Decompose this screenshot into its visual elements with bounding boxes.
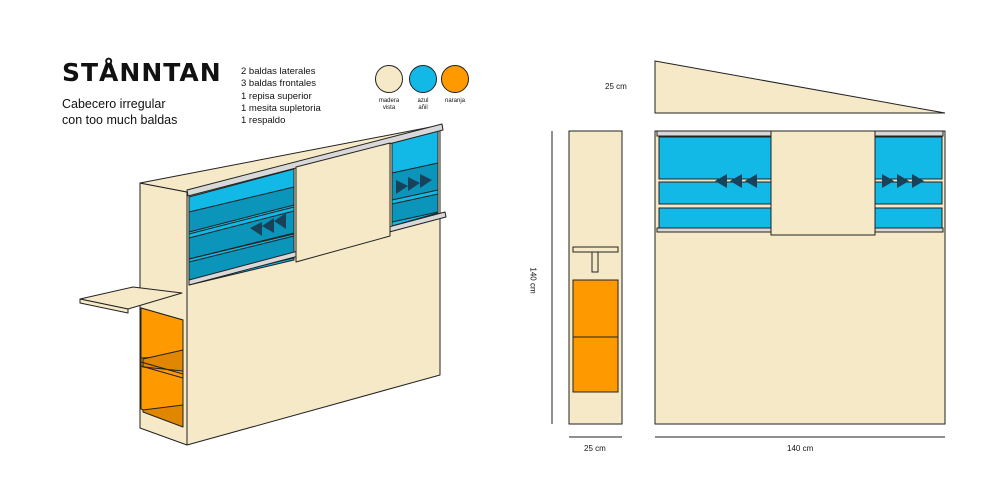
- dim-label-side-width: 25 cm: [584, 444, 606, 453]
- side-view-orange-box-bottom: [572, 336, 619, 393]
- iso-top-rail: [186, 123, 444, 197]
- dim-label-front-width: 140 cm: [787, 444, 814, 453]
- product-title: STÅNNTAN: [62, 58, 222, 87]
- side-view: [568, 130, 623, 425]
- parts-item: 3 baldas frontales: [241, 78, 316, 90]
- iso-shelf-line: [188, 233, 295, 260]
- color-label-naranja: naranja: [444, 98, 465, 104]
- color-swatch-naranja: [441, 65, 469, 93]
- arrow-right-icon: [396, 174, 432, 194]
- dim-label-top-height: 25 cm: [605, 82, 627, 91]
- isometric-view: [79, 123, 447, 446]
- arrow-left-icon: [715, 174, 757, 188]
- subtitle-line: con too much baldas: [62, 113, 178, 127]
- parts-list: 2 baldas laterales 3 baldas frontales 1 …: [241, 66, 321, 127]
- arrow-right-icon: [882, 174, 924, 188]
- side-view-orange-box-top: [572, 279, 619, 338]
- product-subtitle: Cabecero irregular con too much baldas: [62, 96, 177, 128]
- top-view-shape: [654, 60, 946, 114]
- parts-item: 1 respaldo: [241, 115, 286, 127]
- front-view-sliding-panel: [770, 130, 876, 236]
- side-view-table-leg: [591, 251, 599, 273]
- parts-item: 1 repisa superior: [241, 90, 312, 102]
- color-swatch-madera: [375, 65, 403, 93]
- subtitle-line: Cabecero irregular: [62, 97, 166, 111]
- iso-shelf-line: [188, 206, 295, 235]
- dim-label-total-height: 140 cm: [528, 267, 538, 294]
- side-view-table-top: [572, 246, 619, 253]
- iso-shelf-face-1: [188, 186, 295, 233]
- color-swatch-azul: [409, 65, 437, 93]
- iso-side-box-divider: [140, 361, 184, 375]
- front-view: [654, 130, 946, 425]
- parts-item: 2 baldas laterales: [241, 66, 316, 77]
- arrow-left-icon: [250, 213, 286, 236]
- iso-shelf-face-right-2: [391, 193, 439, 223]
- iso-sliding-panel: [295, 142, 391, 263]
- parts-item: 1 mesita supletoria: [241, 102, 321, 114]
- iso-side-table-edge: [79, 298, 129, 314]
- iso-shelf-face-3: [188, 235, 295, 283]
